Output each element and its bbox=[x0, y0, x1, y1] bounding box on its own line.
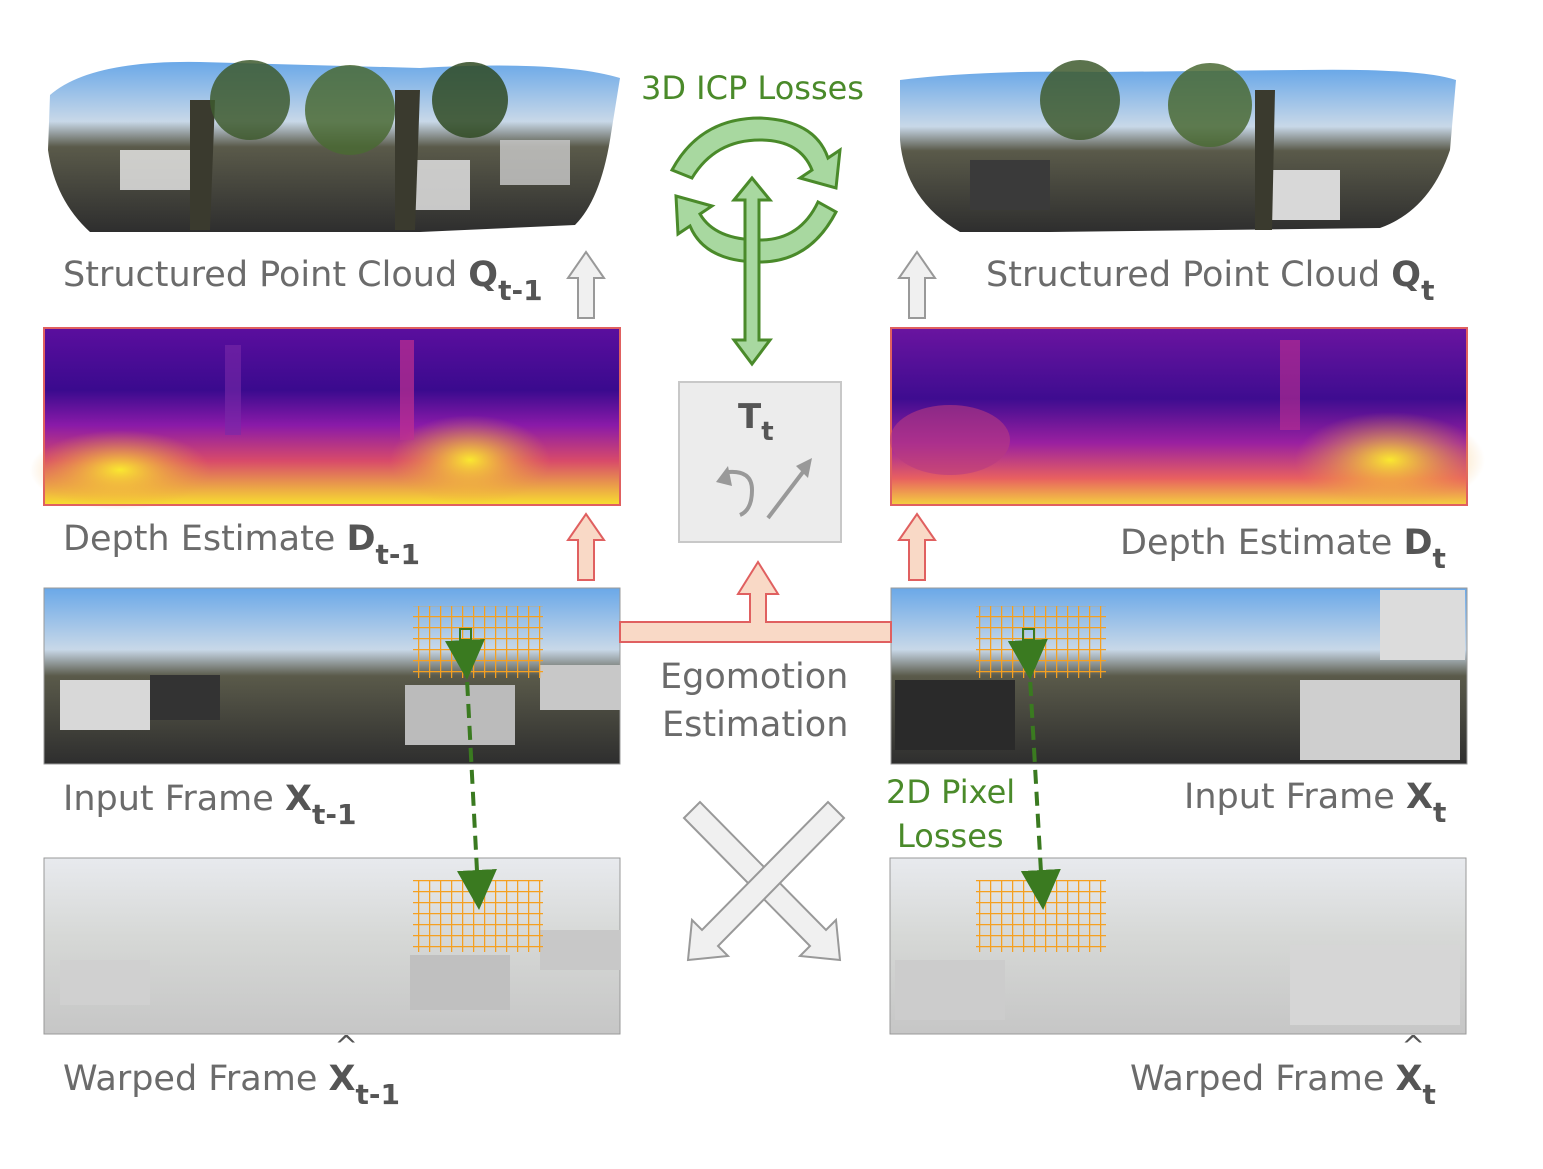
label-point-cloud-left: Structured Point Cloud Qt-1 bbox=[63, 255, 543, 307]
egomotion-connector bbox=[619, 560, 892, 643]
up-arrow-point-cloud-right bbox=[897, 250, 937, 319]
label-pixel-losses-2: Losses bbox=[897, 817, 1004, 855]
depth-map-left-image bbox=[30, 327, 621, 510]
label-depth-right: Depth Estimate Dt bbox=[1120, 523, 1446, 575]
label-egomotion-2: Estimation bbox=[662, 705, 849, 745]
label-egomotion-1: Egomotion bbox=[660, 657, 849, 697]
label-warped-left: Warped Frame Xt-1 bbox=[63, 1032, 400, 1109]
label-point-cloud-right: Structured Point Cloud Qt bbox=[986, 255, 1435, 307]
transform-box bbox=[678, 381, 842, 543]
label-depth-left: Depth Estimate Dt-1 bbox=[63, 519, 421, 571]
icp-vertical-arrow bbox=[730, 175, 774, 367]
input-frame-right-image bbox=[890, 587, 1468, 765]
warped-frame-left-image bbox=[43, 857, 621, 1035]
depth-map-right-image bbox=[890, 327, 1485, 508]
correspondence-arrow-left bbox=[444, 638, 497, 910]
icp-loss-arrows bbox=[669, 116, 842, 264]
label-input-right: Input Frame Xt bbox=[1184, 777, 1447, 829]
input-frame-left-image bbox=[43, 587, 621, 765]
correspondence-arrow-right bbox=[1007, 638, 1061, 910]
label-transform: Tt bbox=[738, 397, 774, 447]
up-arrow-depth-right bbox=[897, 512, 937, 581]
rotation-icon bbox=[727, 469, 755, 517]
label-icp-losses: 3D ICP Losses bbox=[641, 69, 864, 107]
warped-frame-right-image bbox=[889, 857, 1467, 1035]
translation-icon bbox=[766, 466, 808, 520]
label-pixel-losses-1: 2D Pixel bbox=[886, 773, 1016, 811]
up-arrow-point-cloud-left bbox=[566, 250, 606, 319]
point-cloud-right-image bbox=[900, 60, 1456, 232]
label-input-left: Input Frame Xt-1 bbox=[63, 779, 357, 831]
up-arrow-depth-left bbox=[566, 512, 606, 581]
point-cloud-left-image bbox=[48, 60, 620, 232]
label-warped-right: Warped Frame Xt bbox=[1130, 1032, 1436, 1109]
warp-cross-arrows bbox=[682, 800, 846, 962]
